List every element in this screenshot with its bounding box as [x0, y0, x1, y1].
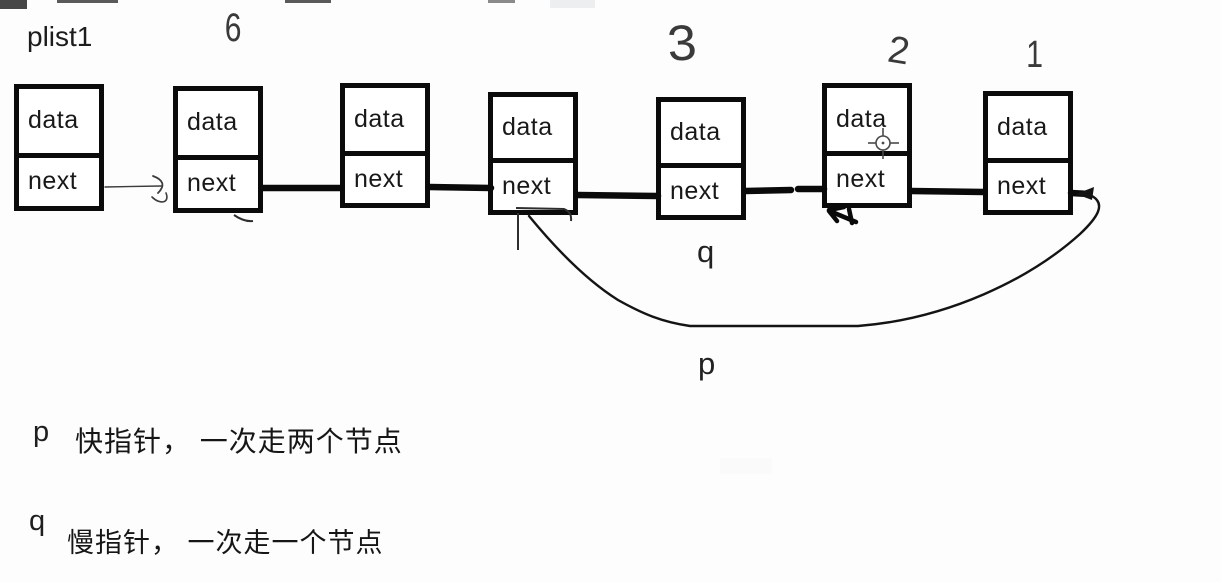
list-node: data next: [14, 84, 104, 211]
connector-6-7: [907, 187, 988, 196]
node-next-field: next: [997, 172, 1047, 200]
node-data-field: data: [178, 91, 258, 160]
legend-fast-description: 快指针， 一次走两个节点: [75, 426, 403, 457]
connector-4-5: [574, 191, 662, 200]
node-next-field: next: [187, 169, 237, 198]
list-node: data next: [983, 91, 1073, 215]
node-data-field: data: [661, 102, 741, 169]
node-next-field: next: [836, 164, 886, 193]
top-edge-fragments: [0, 0, 595, 9]
legend-slow-description: 慢指针， 一次走一个节点: [67, 528, 384, 558]
curve-arrowhead: [1076, 187, 1094, 200]
node-next-field: next: [502, 172, 552, 201]
legend-fast-pointer: p: [33, 416, 50, 448]
connector-3-4: [425, 183, 495, 192]
list-node: data next: [822, 83, 912, 208]
node-next-field: next: [28, 167, 78, 196]
node-data-field: data: [988, 96, 1068, 164]
node2-tick: [233, 214, 254, 223]
list-node: data next: [488, 92, 578, 215]
connector-5-6a: [741, 186, 795, 195]
list-node: data next: [656, 97, 746, 220]
list-head-label: plist1: [27, 21, 93, 52]
handwritten-count-6: 6: [224, 6, 242, 50]
fast-pointer-label: p: [698, 346, 716, 381]
node-data-field: data: [493, 97, 573, 164]
head-arrow: [104, 175, 168, 203]
list-node: data next: [173, 86, 263, 213]
node-next-field: next: [670, 177, 720, 206]
node-data-field: data: [19, 89, 99, 158]
node-next-field: next: [354, 164, 404, 193]
handwritten-count-3: 3: [665, 14, 699, 72]
connector-7-stub: [1067, 189, 1093, 198]
handwritten-count-1: 1: [1026, 34, 1044, 76]
node-data-field: data: [827, 88, 907, 156]
list-node: data next: [340, 83, 430, 208]
slow-pointer-label: q: [697, 234, 715, 269]
node6-arrow-mark: [826, 204, 859, 226]
legend-slow-pointer: q: [29, 505, 46, 537]
node-data-field: data: [345, 88, 425, 156]
handwritten-count-2: 2: [884, 28, 913, 74]
